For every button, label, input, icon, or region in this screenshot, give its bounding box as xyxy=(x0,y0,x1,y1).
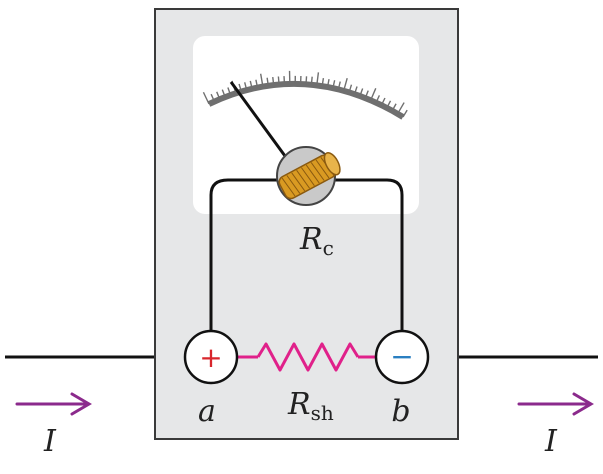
wire-coil-left xyxy=(209,178,286,333)
coil-winding xyxy=(296,169,310,189)
scale-tick xyxy=(359,88,364,97)
minus-sign: − xyxy=(390,340,413,373)
scale-tick xyxy=(305,76,308,85)
coil-winding xyxy=(305,164,320,184)
scale-tick xyxy=(353,86,358,95)
meter-face xyxy=(193,36,419,214)
scale-tick xyxy=(370,88,377,101)
terminal-b-circle xyxy=(374,329,430,385)
current-label-right: I xyxy=(544,424,558,459)
scale-tick xyxy=(216,91,221,100)
scale-tick xyxy=(221,89,226,98)
scale-tick xyxy=(391,103,397,112)
scale-tick xyxy=(326,78,330,88)
scale-tick xyxy=(321,78,325,87)
scale-tick xyxy=(337,81,341,90)
scale-tick xyxy=(343,78,348,91)
shunt-resistance-label: Rsh xyxy=(287,387,334,425)
scale-tick xyxy=(202,91,210,105)
scale-tick xyxy=(227,87,232,96)
coil-winding xyxy=(310,162,325,181)
scale-tick xyxy=(238,83,243,92)
scale-tick xyxy=(259,73,264,87)
current-label-left: I xyxy=(43,424,57,459)
scale-tick xyxy=(402,109,408,118)
terminal-b-label: b xyxy=(391,394,410,429)
scale-tick xyxy=(380,97,386,106)
wire-coil-right xyxy=(330,178,404,333)
current-arrow-icon-left xyxy=(15,392,92,416)
scale-tick xyxy=(249,80,253,89)
scale-tick xyxy=(310,76,313,85)
scale-tick xyxy=(348,84,353,93)
coil-winding xyxy=(315,159,330,179)
scale-tick xyxy=(316,72,320,86)
terminal-a-label: a xyxy=(198,394,216,429)
scale-tick xyxy=(266,77,269,86)
coil-resistance-label: Rc xyxy=(299,222,334,260)
scale-tick xyxy=(255,79,259,88)
coil-winding xyxy=(286,175,301,194)
plus-sign: + xyxy=(199,341,222,374)
scale-tick xyxy=(244,82,248,91)
scale-tick xyxy=(397,102,405,115)
coil-cylinder-icon xyxy=(278,152,341,200)
coil-winding xyxy=(301,167,315,186)
scale-tick xyxy=(272,76,275,86)
scale-tick xyxy=(332,80,336,89)
scale-tick xyxy=(364,90,369,99)
coil-winding xyxy=(291,172,306,192)
shunt-resistor-zigzag xyxy=(256,342,360,372)
coil-winding xyxy=(281,177,296,197)
scale-tick xyxy=(210,93,216,102)
terminal-a-circle xyxy=(183,329,239,385)
scale-tick xyxy=(386,100,392,109)
scale-tick xyxy=(375,95,381,103)
scale-tick xyxy=(277,76,280,85)
meter-scale-ticks xyxy=(202,70,408,118)
current-arrow-icon-right xyxy=(517,392,594,416)
meter-scale-arc xyxy=(207,80,405,120)
